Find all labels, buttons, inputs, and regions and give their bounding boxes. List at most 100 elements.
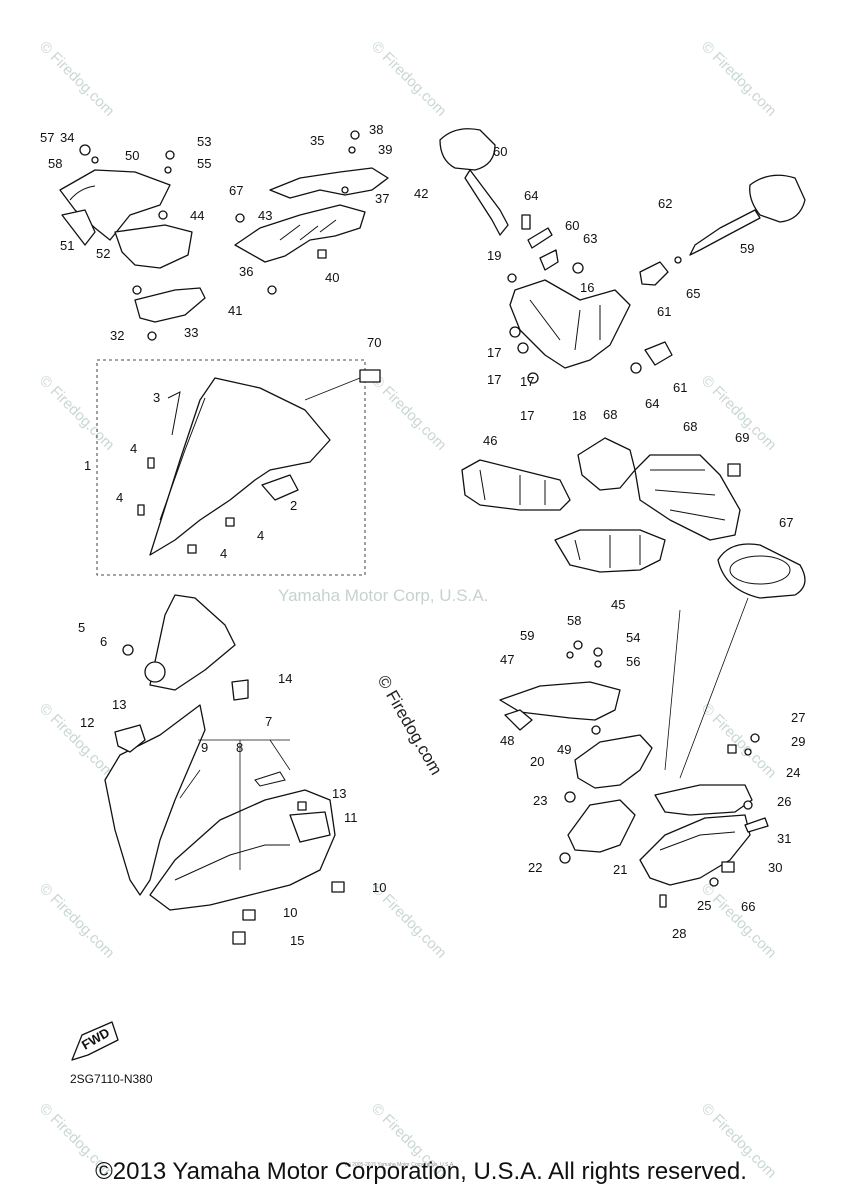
callout-number: 68 <box>683 419 697 434</box>
callout-number: 58 <box>567 613 581 628</box>
windshield-kit-group <box>96 359 381 576</box>
callout-number: 61 <box>657 304 671 319</box>
lower-right-inner-panel-group <box>499 597 769 908</box>
callout-number: 58 <box>48 156 62 171</box>
callout-number: 4 <box>220 546 227 561</box>
callout-number: 66 <box>741 899 755 914</box>
callout-number: 42 <box>414 186 428 201</box>
callout-number: 62 <box>658 196 672 211</box>
callout-number: 45 <box>611 597 625 612</box>
callout-number: 35 <box>310 133 324 148</box>
copyright-footer: ©2013 Yamaha Motor Corporation, U.S.A. A… <box>95 1158 747 1185</box>
callout-number: 4 <box>116 490 123 505</box>
callout-number: 6 <box>100 634 107 649</box>
callout-number: 59 <box>740 241 754 256</box>
callout-number: 17 <box>487 345 501 360</box>
callout-number: 31 <box>777 831 791 846</box>
air-duct-group <box>461 437 806 599</box>
callout-number: 57 <box>40 130 54 145</box>
callout-number: 13 <box>332 786 346 801</box>
callout-number: 54 <box>626 630 640 645</box>
callout-number: 60 <box>493 144 507 159</box>
callout-number: 34 <box>60 130 74 145</box>
callout-number: 46 <box>483 433 497 448</box>
callout-number: 72 <box>0 0 14 3</box>
callout-number: 56 <box>626 654 640 669</box>
callout-number: 60 <box>565 218 579 233</box>
callout-number: 22 <box>528 860 542 875</box>
callout-number: 69 <box>735 430 749 445</box>
callout-number: 4 <box>130 441 137 456</box>
callout-number: 38 <box>369 122 383 137</box>
callout-number: 13 <box>112 697 126 712</box>
callout-number: 52 <box>96 246 110 261</box>
fwd-arrow-icon: FWD <box>71 1021 119 1061</box>
callout-number: 51 <box>60 238 74 253</box>
upper-left-cowling-group <box>59 144 206 341</box>
callout-number: 15 <box>290 933 304 948</box>
callout-number: 40 <box>325 270 339 285</box>
callout-number: 26 <box>777 794 791 809</box>
callout-number: 2 <box>290 498 297 513</box>
callout-number: 20 <box>530 754 544 769</box>
callout-number: 14 <box>278 671 292 686</box>
callout-number: 59 <box>520 628 534 643</box>
callout-number: 29 <box>791 734 805 749</box>
callout-number: 37 <box>375 191 389 206</box>
callout-number: 68 <box>603 407 617 422</box>
callout-number: 17 <box>520 374 534 389</box>
lower-left-cowling-group <box>104 594 345 945</box>
callout-number: 11 <box>344 810 358 825</box>
callout-number: 19 <box>487 248 501 263</box>
callout-number: 49 <box>557 742 571 757</box>
callout-number: 10 <box>372 880 386 895</box>
callout-number: 50 <box>125 148 139 163</box>
upper-middle-bracket-group <box>234 130 389 295</box>
callout-number: 47 <box>500 652 514 667</box>
callout-number: 64 <box>524 188 538 203</box>
callout-number: 1 <box>84 458 91 473</box>
callout-number: 30 <box>768 860 782 875</box>
callout-number: 41 <box>228 303 242 318</box>
callout-number: 9 <box>201 740 208 755</box>
callout-number: 32 <box>110 328 124 343</box>
callout-number: 36 <box>239 264 253 279</box>
callout-number: 33 <box>184 325 198 340</box>
callout-number: 18 <box>572 408 586 423</box>
callout-number: 12 <box>80 715 94 730</box>
callout-number: 17 <box>520 408 534 423</box>
callout-number: 67 <box>229 183 243 198</box>
callout-number: 43 <box>258 208 272 223</box>
callout-number: 23 <box>533 793 547 808</box>
callout-number: 61 <box>673 380 687 395</box>
callout-number: 27 <box>791 710 805 725</box>
callout-number: 4 <box>257 528 264 543</box>
callout-number: 63 <box>583 231 597 246</box>
callout-number: 44 <box>190 208 204 223</box>
callout-number: 7 <box>265 714 272 729</box>
callout-number: 65 <box>686 286 700 301</box>
callout-number: 73 <box>0 0 14 3</box>
figure-code: 2SG7110-N380 <box>70 1072 153 1086</box>
callout-number: 21 <box>613 862 627 877</box>
callout-number: 39 <box>378 142 392 157</box>
callout-number: 64 <box>645 396 659 411</box>
callout-number: 53 <box>197 134 211 149</box>
callout-number: 71 <box>0 0 14 3</box>
callout-number: 70 <box>367 335 381 350</box>
callout-number: 24 <box>786 765 800 780</box>
upper-right-mirror-group <box>439 128 806 384</box>
callout-number: 74 <box>0 0 14 3</box>
callout-number: 25 <box>697 898 711 913</box>
footer-small-print: (c) 2005-2015 Yamaha Motor Corporation, … <box>345 1162 455 1168</box>
watermark-center: Yamaha Motor Corp, U.S.A. <box>278 586 489 605</box>
callout-number: 48 <box>500 733 514 748</box>
callout-number: 10 <box>283 905 297 920</box>
callout-number: 17 <box>487 372 501 387</box>
callout-number: 3 <box>153 390 160 405</box>
callout-number: 16 <box>580 280 594 295</box>
callout-number: 75 <box>0 0 14 3</box>
